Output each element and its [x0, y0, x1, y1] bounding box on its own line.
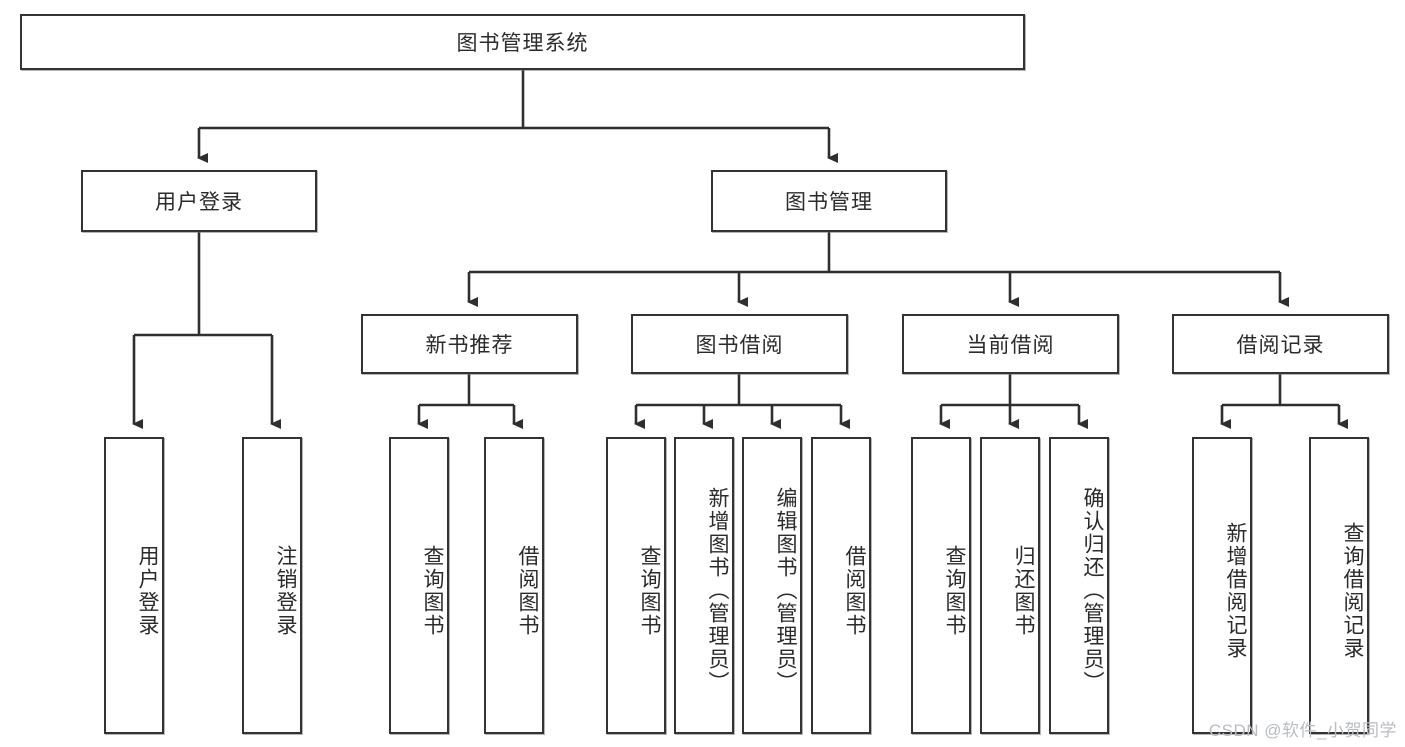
node-borrow-record[interactable]: 借阅记录 [1172, 314, 1389, 374]
leaf-return-book[interactable]: 归还图书 [980, 437, 1040, 734]
leaf-query-book-borrow[interactable]: 查询图书 [606, 437, 666, 734]
leaf-confirm-return-admin[interactable]: 确认归还（管理员） [1049, 437, 1109, 734]
node-new-book-recommend[interactable]: 新书推荐 [361, 314, 578, 374]
node-book-management-system[interactable]: 图书管理系统 [20, 14, 1025, 70]
node-book-management[interactable]: 图书管理 [711, 170, 947, 232]
node-user-login[interactable]: 用户登录 [81, 170, 317, 232]
leaf-query-borrow-record[interactable]: 查询借阅记录 [1309, 437, 1369, 734]
node-book-borrow[interactable]: 图书借阅 [631, 314, 848, 374]
node-current-borrow[interactable]: 当前借阅 [902, 314, 1119, 374]
leaf-query-book-recommend[interactable]: 查询图书 [389, 437, 449, 734]
leaf-edit-book-admin[interactable]: 编辑图书（管理员） [742, 437, 802, 734]
leaf-add-book-admin[interactable]: 新增图书（管理员） [674, 437, 734, 734]
leaf-query-book-current[interactable]: 查询图书 [911, 437, 971, 734]
leaf-borrow-book-recommend[interactable]: 借阅图书 [484, 437, 544, 734]
leaf-borrow-book[interactable]: 借阅图书 [811, 437, 871, 734]
leaf-user-login[interactable]: 用户登录 [104, 437, 164, 734]
leaf-logout-login[interactable]: 注销登录 [242, 437, 302, 734]
leaf-add-borrow-record[interactable]: 新增借阅记录 [1192, 437, 1252, 734]
